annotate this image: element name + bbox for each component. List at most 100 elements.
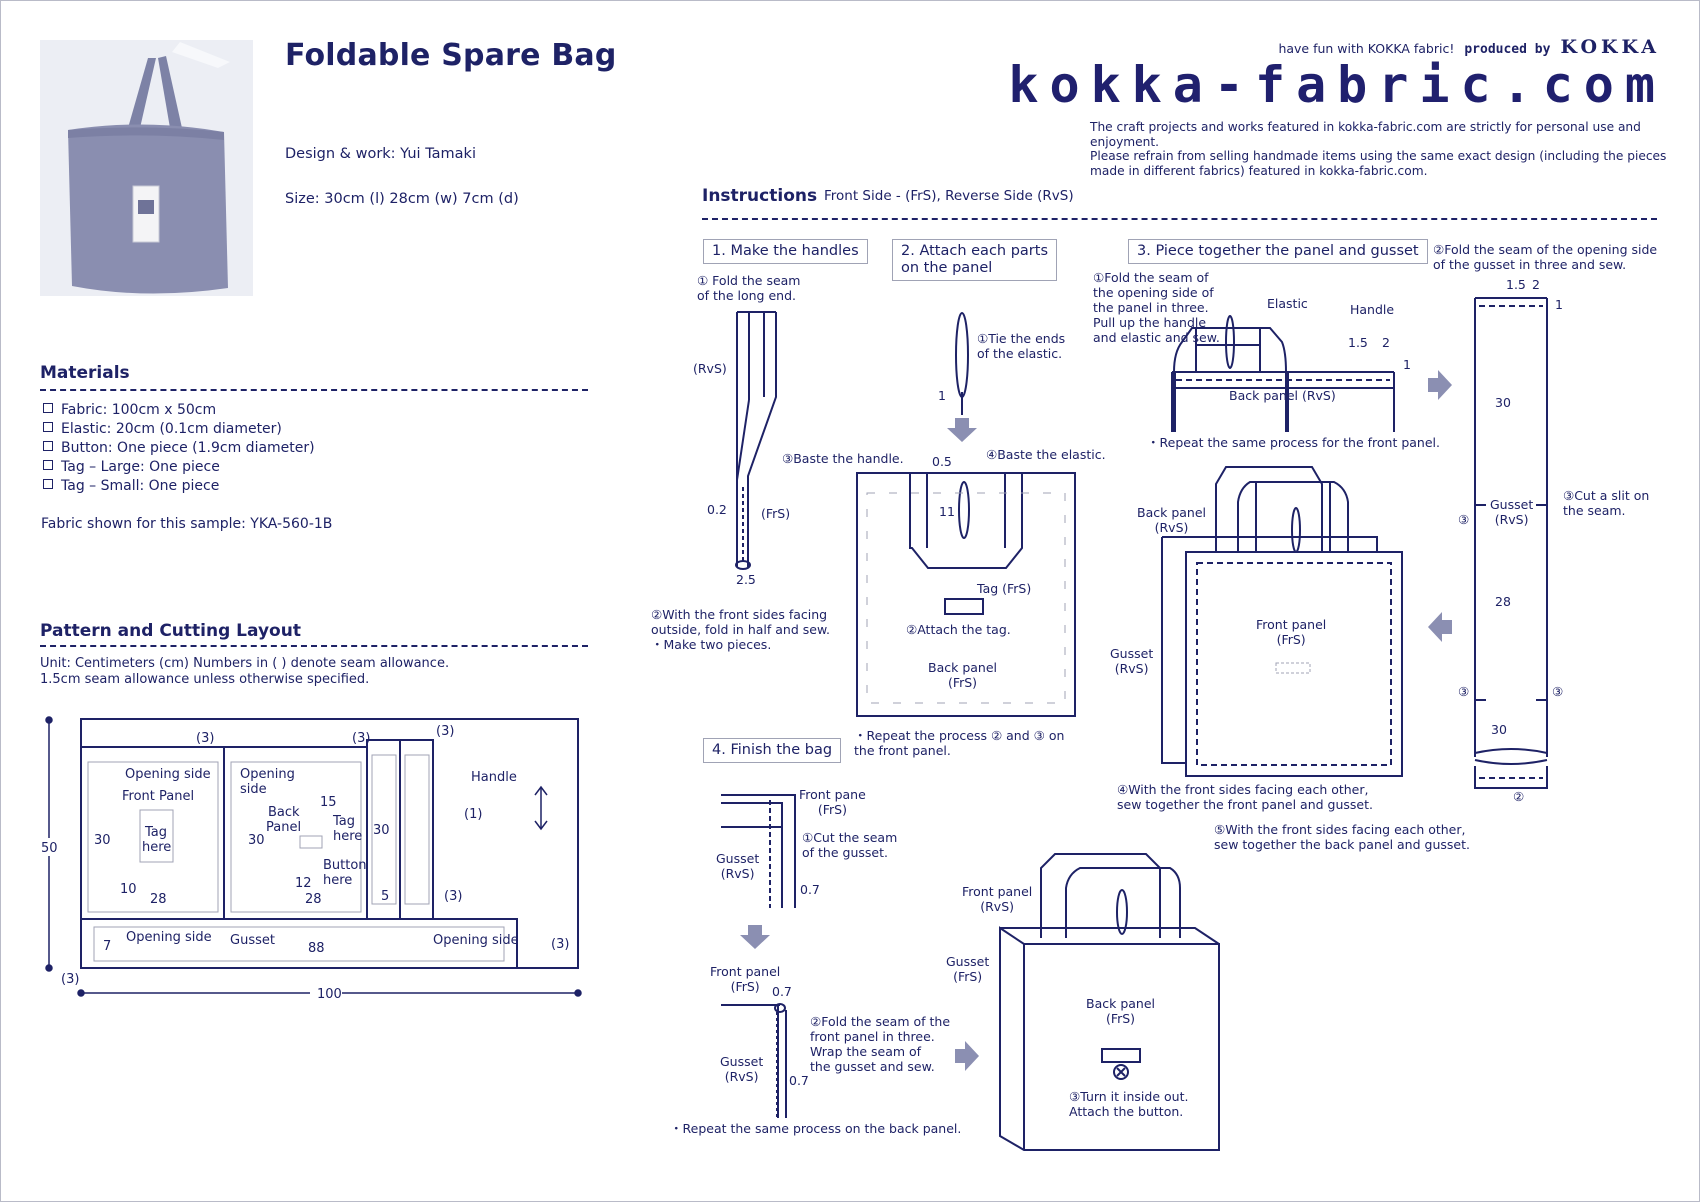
checkbox[interactable] <box>43 479 53 489</box>
instructions-heading: Instructions <box>702 186 818 206</box>
dimension-label: 0.7 <box>789 1073 809 1088</box>
step3-note-5: ⑤With the front sides facing each other,… <box>1214 822 1470 852</box>
dimension-label: 1.5 <box>1506 277 1526 292</box>
layout-height-label: 50 <box>41 841 58 856</box>
handle-width-label: 5 <box>381 889 389 904</box>
layout-heading: Pattern and Cutting Layout <box>40 621 301 641</box>
arrow-down-icon <box>947 418 977 442</box>
rvs-label: (RvS) <box>693 361 727 376</box>
gusset-label: Gusset (RvS) <box>716 851 760 881</box>
checkbox[interactable] <box>43 460 53 470</box>
dimension-label: 1 <box>1403 357 1411 372</box>
brand-line: have fun with KOKKA fabric! produced by … <box>1278 36 1660 58</box>
button-label: here <box>323 873 352 888</box>
seam-note: 1.5cm seam allowance unless otherwise sp… <box>40 672 370 687</box>
step-marker: ③ <box>1458 512 1470 527</box>
layout-width-label: 100 <box>317 987 342 1002</box>
dimension-label: 1.5 <box>1348 335 1368 350</box>
step-marker: ③ <box>1552 684 1564 699</box>
step1-note-1: ① Fold the seam of the long end. <box>697 273 801 303</box>
material-item[interactable]: Elastic: 20cm (0.1cm diameter) <box>43 420 315 439</box>
brand-name: KOKKA <box>1560 36 1660 58</box>
step2-repeat-note: ・Repeat the process ② and ③ on the front… <box>854 728 1065 758</box>
gusset-height-label: 7 <box>103 939 111 954</box>
seam-label: (3) <box>551 937 569 952</box>
tag-top-label: 15 <box>320 795 337 810</box>
gusset-opening-label: Opening side <box>433 933 519 948</box>
disclaimer-line: made in different fabrics) featured in k… <box>1090 163 1428 178</box>
unit-note: Unit: Centimeters (cm) Numbers in ( ) de… <box>40 656 450 671</box>
tag-label: Tag <box>332 814 355 829</box>
checkbox[interactable] <box>43 403 53 413</box>
materials-list: Fabric: 100cm x 50cm Elastic: 20cm (0.1c… <box>43 401 315 496</box>
step1-note-2: ②With the front sides facing outside, fo… <box>651 607 830 652</box>
divider <box>40 645 588 647</box>
bag-size: Size: 30cm (l) 28cm (w) 7cm (d) <box>285 191 519 207</box>
elastic-loop-drawing <box>955 312 969 415</box>
front-panel-label: Front Panel <box>122 789 194 804</box>
back-panel-drawing <box>856 472 1076 717</box>
gusset-label: Gusset <box>230 933 275 948</box>
step-4-title: 4. Finish the bag <box>703 738 842 763</box>
step4-repeat-note: ・Repeat the same process on the back pan… <box>670 1121 962 1136</box>
panel-label: Back panel (RvS) <box>1229 388 1336 403</box>
tote-bag-photo-illustration <box>40 40 253 296</box>
frs-label: (FrS) <box>761 506 791 521</box>
step-1-title: 1. Make the handles <box>703 239 868 264</box>
divider <box>702 218 1657 220</box>
disclaimer: The craft projects and works featured in… <box>1090 120 1700 178</box>
step-2-title: 2. Attach each parts on the panel <box>892 239 1058 281</box>
dimension-label: 0.7 <box>800 882 820 897</box>
dimension-label: 30 <box>1495 395 1511 410</box>
material-item[interactable]: Button: One piece (1.9cm diameter) <box>43 439 315 458</box>
checkbox[interactable] <box>43 441 53 451</box>
step3-note-1: ①Fold the seam of the opening side of th… <box>1093 270 1220 345</box>
tag-label: Tag (FrS) <box>977 581 1032 596</box>
dimension-label: 1 <box>1555 297 1563 312</box>
step-marker: ② <box>1513 789 1525 804</box>
dimension-label: 0.7 <box>772 984 792 999</box>
handle-height-label: 30 <box>373 823 390 838</box>
front-pane-label: Front pane (FrS) <box>799 787 866 817</box>
dimension-label: 11 <box>939 504 955 519</box>
step4-note-2: ②Fold the seam of the front panel in thr… <box>810 1014 951 1074</box>
site-logo[interactable]: kokka-fabric.com <box>1008 56 1666 114</box>
tagline: have fun with KOKKA fabric! <box>1278 41 1455 56</box>
divider <box>40 389 588 391</box>
front-height-label: 30 <box>94 833 111 848</box>
back-panel-label: Back <box>268 805 300 820</box>
panel-label: Back panel (FrS) <box>928 660 998 690</box>
back-width-label: 28 <box>305 892 322 907</box>
step3-note-2: ②Fold the seam of the opening side of th… <box>1433 242 1658 272</box>
material-item[interactable]: Fabric: 100cm x 50cm <box>43 401 315 420</box>
back-opening-label: Opening <box>240 767 295 782</box>
material-item[interactable]: Tag – Small: One piece <box>43 477 315 496</box>
handle-label: Handle <box>1350 302 1395 317</box>
gusset-label: Gusset (RvS) <box>1110 646 1154 676</box>
disclaimer-line: Please refrain from selling handmade ite… <box>1090 149 1667 163</box>
fabric-note: Fabric shown for this sample: YKA-560-1B <box>41 516 333 532</box>
gusset-strip-drawing <box>1474 297 1548 789</box>
designer: Design & work: Yui Tamaki <box>285 146 476 162</box>
produced-by: produced by <box>1464 42 1551 57</box>
arrow-right-icon <box>1428 370 1452 400</box>
seam-label: (1) <box>464 807 482 822</box>
tag-label: here <box>333 829 362 844</box>
step3-note-3: ③Cut a slit on the seam. <box>1563 488 1650 518</box>
checkbox[interactable] <box>43 422 53 432</box>
dimension-label: 0.5 <box>932 454 952 469</box>
dimension-label: 28 <box>1495 594 1511 609</box>
tag-label: Tag <box>144 825 167 840</box>
stitch-line <box>1196 562 1392 766</box>
gusset-width-label: 88 <box>308 941 325 956</box>
front-panel-label: Front panel (RvS) <box>962 884 1033 914</box>
gusset-opening-label: Opening side <box>126 930 212 945</box>
material-item[interactable]: Tag – Large: One piece <box>43 458 315 477</box>
step2-note-1: ①Tie the ends of the elastic. <box>977 331 1066 361</box>
front-opening-label: Opening side <box>125 767 211 782</box>
dimension-label: 2 <box>1532 277 1540 292</box>
back-opening-label: side <box>240 782 267 797</box>
materials-heading: Materials <box>40 363 130 383</box>
